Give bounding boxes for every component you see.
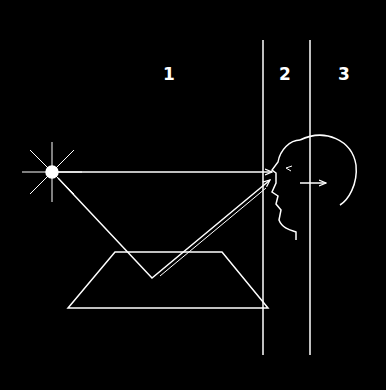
direct-ray [58,171,272,173]
head-outline [300,135,356,205]
boundary-line [309,40,311,355]
region-number: 2 [279,66,291,83]
signal-arrow [300,182,326,184]
region-number: 3 [338,66,350,83]
reflected-ray [58,178,270,278]
eye [286,166,292,171]
reflected-ray-double [160,188,266,276]
region-number: 1 [163,66,175,83]
boundary-line [262,40,264,355]
face-profile [272,140,300,240]
object-trapezoid [68,252,268,308]
